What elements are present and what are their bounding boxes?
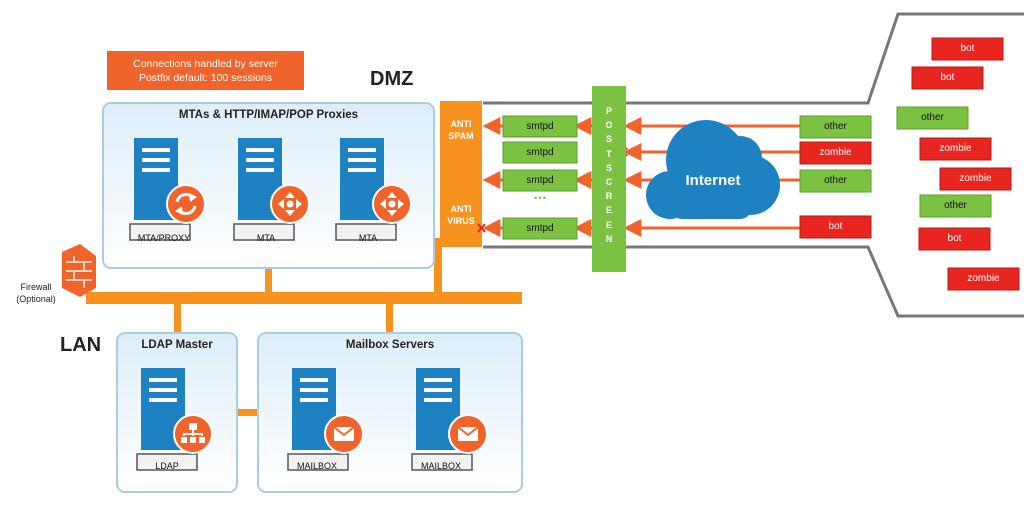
smtpd-box bbox=[502, 217, 578, 240]
smtpd-box bbox=[502, 169, 578, 192]
route-icon bbox=[270, 184, 310, 224]
filter-column bbox=[440, 101, 482, 247]
funnel-outline bbox=[483, 12, 1024, 318]
postscreen-bar bbox=[592, 86, 626, 272]
incoming-other-box bbox=[799, 169, 872, 193]
server-tower bbox=[411, 368, 473, 471]
lan-bus bbox=[86, 292, 522, 304]
envelope-icon bbox=[324, 414, 364, 454]
smtpd-box bbox=[502, 115, 578, 138]
smtpd-box bbox=[502, 141, 578, 164]
incoming-other-box bbox=[799, 115, 872, 139]
queued-bot-box bbox=[918, 227, 991, 251]
queued-zombie-box bbox=[939, 167, 1012, 191]
firewall-icon bbox=[62, 244, 96, 297]
mailbox-bus-link bbox=[386, 303, 393, 333]
route-icon bbox=[372, 184, 412, 224]
mta-bus-link bbox=[265, 268, 272, 293]
blocked-mark-icon bbox=[477, 223, 486, 233]
hierarchy-icon bbox=[173, 414, 213, 454]
queued-zombie-box bbox=[919, 137, 992, 161]
queued-zombie-box bbox=[947, 267, 1020, 291]
incoming-bot-box bbox=[799, 215, 872, 239]
queued-other-box bbox=[919, 194, 992, 218]
refresh-icon bbox=[166, 184, 206, 224]
queued-other-box bbox=[896, 106, 969, 130]
internet-cloud-icon bbox=[646, 120, 780, 219]
incoming-zombie-box bbox=[799, 141, 872, 165]
dmz-bus-link bbox=[434, 238, 442, 296]
ldap-mailbox-link bbox=[237, 409, 259, 416]
server-tower bbox=[129, 138, 191, 241]
queued-bot-box bbox=[911, 66, 984, 90]
queued-bot-box bbox=[931, 37, 1004, 61]
envelope-icon bbox=[448, 414, 488, 454]
ldap-bus-link bbox=[174, 303, 181, 333]
